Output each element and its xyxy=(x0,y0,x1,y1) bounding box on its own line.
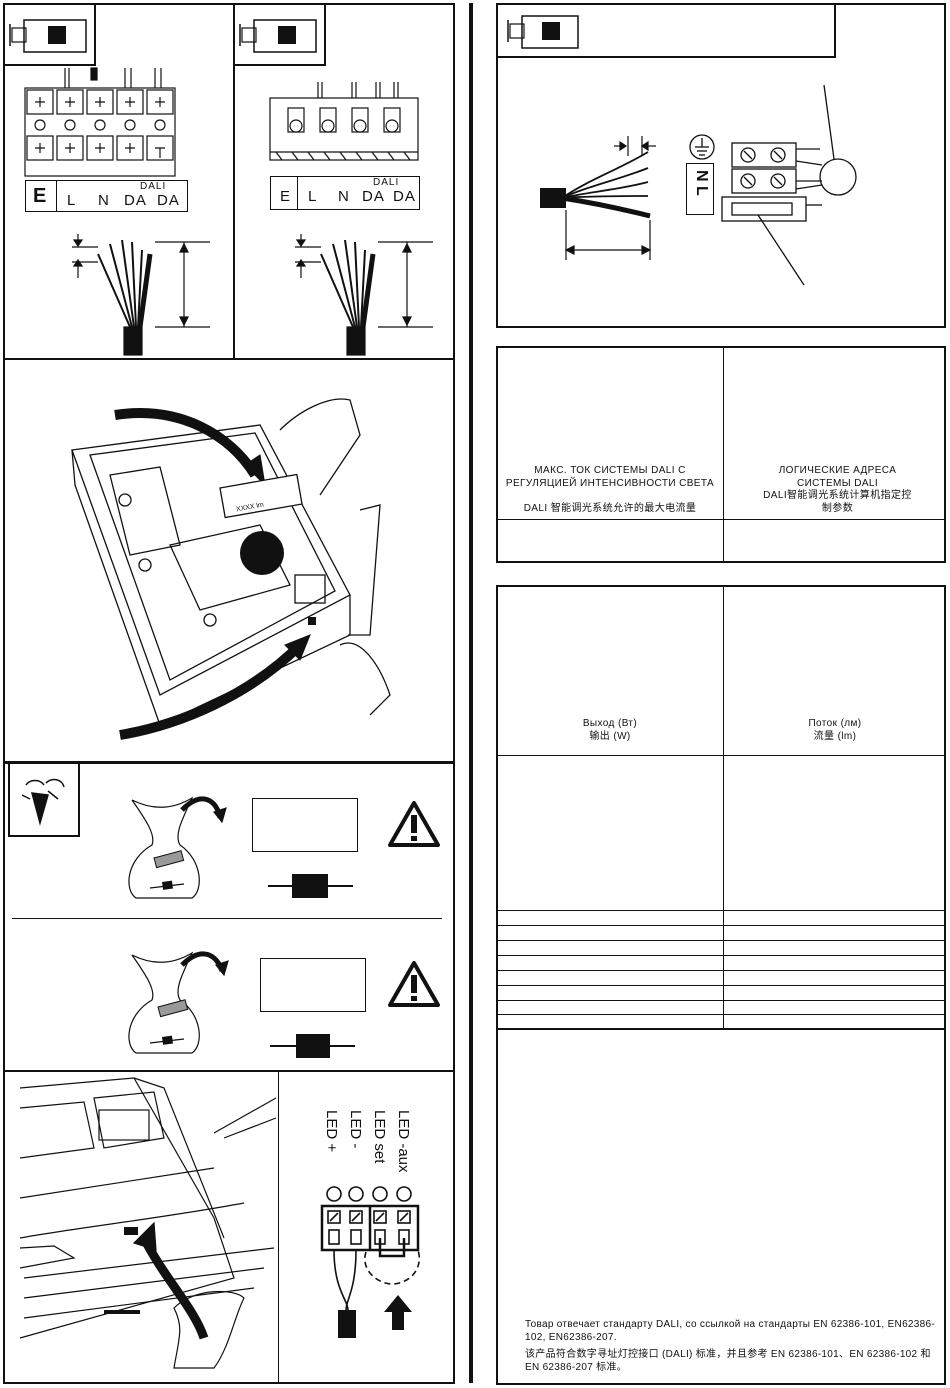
mains-terminal-drawing xyxy=(721,84,857,286)
panel-divider xyxy=(278,1070,279,1384)
table-col-divider xyxy=(723,585,724,1028)
terminal-label-l: L xyxy=(308,188,318,205)
logical-address-header: ЛОГИЧЕСКИЕ АДРЕСА СИСТЕМЫ DALI xyxy=(778,465,897,489)
terminal-label-n: N xyxy=(98,192,110,209)
bag-icon xyxy=(128,796,227,899)
terminal-label-da2: DA xyxy=(157,192,180,209)
output-header: Выход (Вт) xyxy=(582,718,638,729)
wire-strip-diagram-2 xyxy=(295,234,433,356)
tool-icon-box xyxy=(8,762,80,837)
nl-label-box xyxy=(686,163,714,215)
panel-separator xyxy=(12,918,442,919)
max-current-header-cn: DALI 智能调光系统允许的最大电流量 xyxy=(523,503,697,514)
table-row-divider xyxy=(496,519,946,520)
nl-label: N L xyxy=(693,170,710,196)
connector-icon-box-2 xyxy=(233,3,326,66)
cable-strip-diagram xyxy=(540,136,656,260)
ground-icon xyxy=(689,134,715,160)
warning-icon xyxy=(388,801,440,847)
table-row-divider xyxy=(496,755,946,756)
flux-header: Поток (лм) xyxy=(808,718,862,729)
connector-icon xyxy=(507,15,579,49)
connector-icon xyxy=(9,19,87,53)
terminal-label-e: E xyxy=(33,185,48,207)
led-label-set: LED set xyxy=(371,1110,388,1164)
terminal-label-da2: DA xyxy=(393,188,416,205)
fuse-icon xyxy=(268,874,353,898)
housing-illustration xyxy=(19,1077,277,1369)
table-row-divider xyxy=(496,970,946,971)
column-separator xyxy=(469,3,473,1383)
standard-note-ru: Товар отвечает стандарту DALI, со ссылко… xyxy=(525,1319,936,1343)
terminal-label-dali: DALI xyxy=(140,181,167,192)
terminal-label-l: L xyxy=(67,192,77,209)
table-row-divider xyxy=(496,955,946,956)
led-label-aux: LED -aux xyxy=(395,1110,412,1173)
terminal-label-n: N xyxy=(338,188,350,205)
connector-icon xyxy=(239,19,317,53)
table-row-divider xyxy=(496,1014,946,1015)
standard-note-cn: 该产品符合数字寻址灯控接口 (DALI) 标准，并且参考 EN 62386-10… xyxy=(525,1349,931,1373)
connector-icon-box-1 xyxy=(3,3,96,66)
table-row-divider xyxy=(496,910,946,911)
table-row-divider xyxy=(496,1028,946,1030)
led-label-plus: LED + xyxy=(323,1110,340,1153)
led-terminal-diagram xyxy=(320,1186,421,1338)
terminal-label-box-2 xyxy=(270,176,420,210)
device-illustration xyxy=(71,398,391,740)
terminal-label-divider xyxy=(56,180,57,212)
output-header-cn: 输出 (W) xyxy=(589,731,631,742)
panel-divider xyxy=(233,3,235,360)
flux-header-cn: 流量 (lm) xyxy=(813,731,857,742)
terminal-label-dali: DALI xyxy=(373,177,400,188)
table-row-divider xyxy=(496,1000,946,1001)
connector-icon-box-3 xyxy=(496,3,836,58)
table-dali-specs xyxy=(496,346,946,563)
max-current-header: МАКС. ТОК СИСТЕМЫ DALI С РЕГУЛЯЦИЕЙ ИНТЕ… xyxy=(505,465,715,489)
label-placeholder-box-2 xyxy=(260,958,366,1012)
led-label-minus: LED - xyxy=(347,1110,364,1149)
bag-icon xyxy=(128,951,229,1054)
terminal-label-da1: DA xyxy=(124,192,147,209)
wire-strip-diagram-1 xyxy=(72,234,210,356)
fuse-icon xyxy=(270,1034,355,1058)
table-row-divider xyxy=(496,940,946,941)
terminal-block-drawing-1 xyxy=(24,67,176,177)
table-row-divider xyxy=(496,925,946,926)
terminal-block-drawing-2 xyxy=(269,82,419,161)
table-col-divider xyxy=(723,346,724,563)
warning-icon xyxy=(388,961,440,1007)
terminal-label-e: E xyxy=(280,188,292,205)
tool-icon xyxy=(21,778,65,826)
terminal-label-box-1 xyxy=(25,180,188,212)
table-row-divider xyxy=(496,985,946,986)
logical-address-header-cn: DALI智能调光系统计算机指定控制参数 xyxy=(763,490,912,514)
panel-led-connection xyxy=(3,1070,455,1384)
terminal-label-da1: DA xyxy=(362,188,385,205)
terminal-label-divider xyxy=(297,176,298,210)
label-placeholder-box-1 xyxy=(252,798,358,852)
